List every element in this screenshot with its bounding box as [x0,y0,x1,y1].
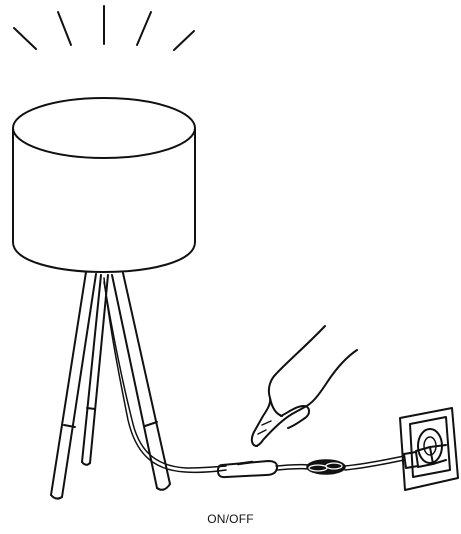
tripod-legs-icon [51,272,170,499]
lamp-shade-icon [13,98,195,272]
inline-switch-icon [218,461,277,477]
coiled-cord-icon [307,460,345,474]
power-cord-icon [104,278,404,472]
on-off-label: ON/OFF [0,512,461,526]
light-rays-icon [14,6,194,50]
wall-socket-icon [400,408,458,490]
pointing-hand-icon [252,326,357,446]
